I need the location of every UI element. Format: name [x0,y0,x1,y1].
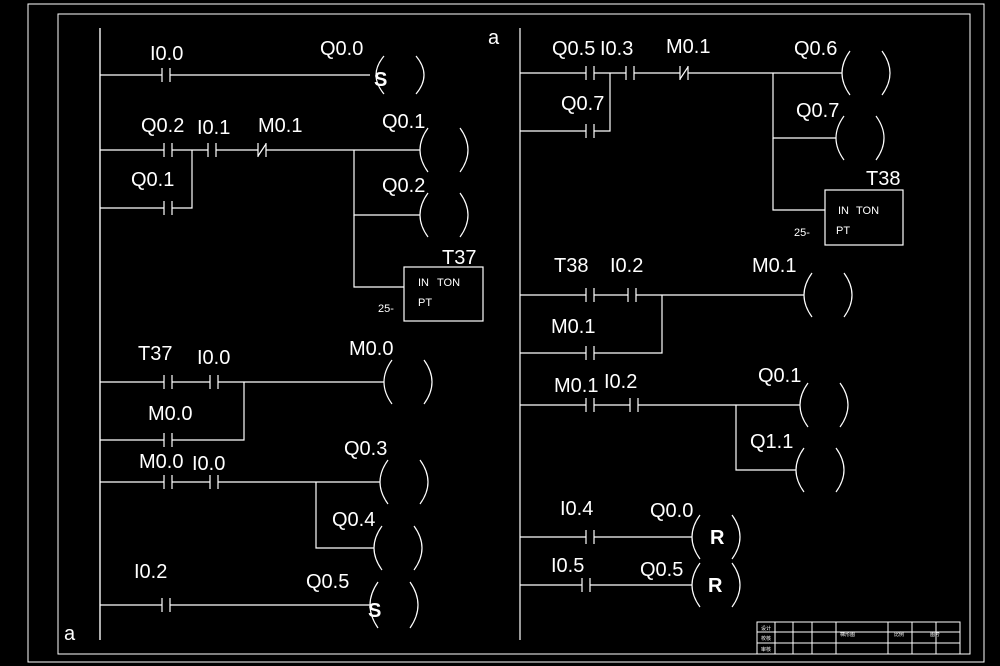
left-r5-coil-label: Q0.5 [306,571,349,593]
left-timer-pt: PT [418,297,432,309]
left-r3-branch-label: M0.0 [148,403,192,425]
title-block-checker: 校核 [761,635,771,642]
right-r4-coil-label: Q0.0 [650,500,693,522]
right-r1-coil1-label: Q0.6 [794,38,837,60]
left-rung-1 [100,55,425,95]
right-r2-branch-label: M0.1 [551,316,595,338]
right-r1-branch-label: Q0.7 [561,93,604,115]
left-timer-preset: 25- [378,303,394,315]
left-rung-2 [100,127,484,322]
left-r5-coil-set: S [368,600,381,622]
right-r2-contact2-label: I0.2 [610,255,643,277]
right-r4-contact-label: I0.4 [560,498,593,520]
right-r4-coil-reset: R [710,527,725,549]
right-rung-4 [520,514,741,560]
left-timer-name: T37 [442,247,476,269]
right-timer-in: IN [838,205,849,217]
right-r1-contact3-label: M0.1 [666,36,710,58]
left-r2-coil2-label: Q0.2 [382,175,425,197]
left-rung-3 [100,359,433,447]
right-r1-contact2-label: I0.3 [600,38,633,60]
left-r1-coil-label: Q0.0 [320,38,363,60]
right-timer-name: T38 [866,168,900,190]
left-r2-contact3-label: M0.1 [258,115,302,137]
left-timer-type: TON [437,277,460,289]
left-r3-contact2-label: I0.0 [197,347,230,369]
title-block-approver: 审核 [761,646,771,653]
title-block-number: 图号 [930,632,940,638]
inner-frame [57,13,971,655]
title-block-scale: 比例 [894,631,904,638]
left-rung-4 [100,459,429,571]
left-rung-5 [100,581,419,629]
right-r5-contact-label: I0.5 [551,555,584,577]
right-rung-5 [520,562,741,608]
left-r4-contact2-label: I0.0 [192,453,225,475]
right-timer-pt: PT [836,225,850,237]
title-block [756,621,961,655]
right-r3-contact1-label: M0.1 [554,375,598,397]
left-r3-contact1-label: T37 [138,343,172,365]
title-block-designer: 设计 [761,625,771,632]
left-r2-coil1-label: Q0.1 [382,111,425,133]
right-r3-contact2-label: I0.2 [604,371,637,393]
right-rung-3 [520,382,849,493]
right-r5-coil-reset: R [708,575,723,597]
right-r2-contact1-label: T38 [554,255,588,277]
right-r3-coil2-label: Q1.1 [750,431,793,453]
left-timer-in: IN [418,277,429,289]
outer-frame [27,3,985,663]
left-r5-contact-label: I0.2 [134,561,167,583]
right-timer-preset: 25- [794,227,810,239]
right-timer-type: TON [856,205,879,217]
right-r5-coil-label: Q0.5 [640,559,683,581]
right-rung-2 [520,272,853,360]
left-r4-contact1-label: M0.0 [139,451,183,473]
left-r2-contact2-label: I0.1 [197,117,230,139]
left-r2-contact1-label: Q0.2 [141,115,184,137]
right-r1-coil2-label: Q0.7 [796,100,839,122]
right-rung-1 [520,50,904,246]
left-r3-coil-label: M0.0 [349,338,393,360]
right-section-label: a [488,27,500,49]
left-section-label: a [64,623,76,645]
right-r2-coil-label: M0.1 [752,255,796,277]
right-r3-coil1-label: Q0.1 [758,365,801,387]
title-block-title: 梯形图 [840,631,855,638]
left-r4-coil2-label: Q0.4 [332,509,375,531]
right-r1-contact1-label: Q0.5 [552,38,595,60]
left-r2-branch-label: Q0.1 [131,169,174,191]
left-r1-contact-label: I0.0 [150,43,183,65]
left-r4-coil1-label: Q0.3 [344,438,387,460]
left-r1-coil-set: S [374,69,387,91]
